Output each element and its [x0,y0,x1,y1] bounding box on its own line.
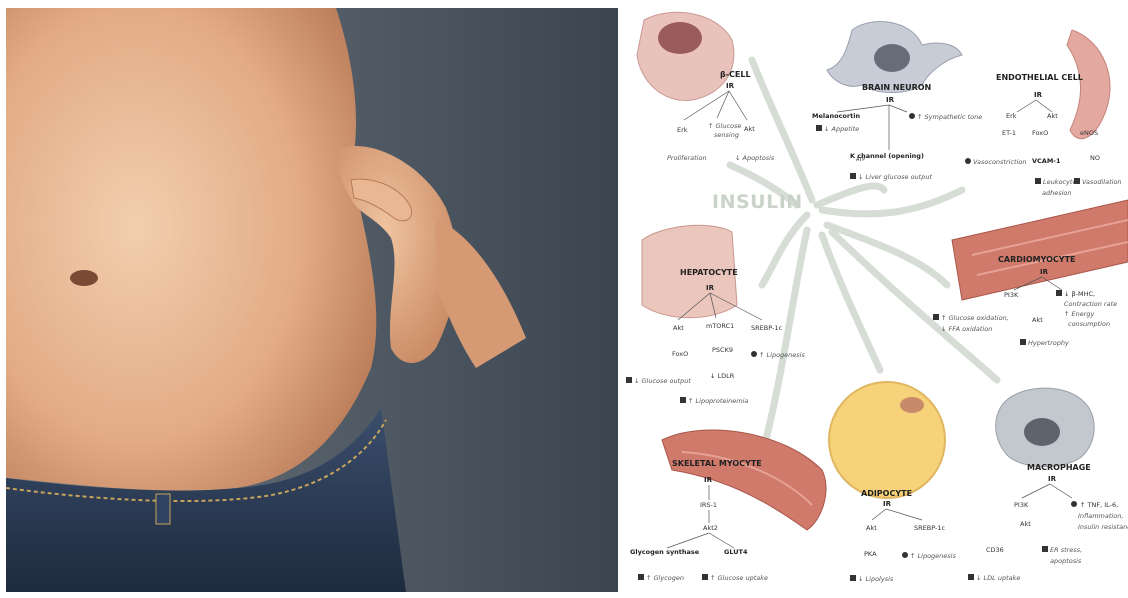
beta-cell-glucose-sensing: ↑ Glucose [708,122,741,130]
cardiomyocyte-contraction: Contraction rate [1064,300,1117,308]
hepatocyte-pcsk: PSCK9 [712,346,733,354]
beta-cell-ir: IR [726,82,735,90]
adipocyte-panel: ADIPOCYTE IR Akt SREBP-1c PKA ↑ Lipogene… [829,382,956,583]
adipocyte-lipogenesis: ↑ Lipogenesis [910,552,956,560]
skeletal-glut4: GLUT4 [724,548,748,556]
hepatocyte-akt: Akt [673,324,684,332]
macrophage-tnf-3: Insulin resistance [1078,523,1128,531]
endothelial-title: ENDOTHELIAL CELL [996,73,1083,82]
endothelial-leukocyte: Leukocyte [1043,178,1076,186]
endothelial-vasodilation: Vasodilation [1082,178,1122,186]
insulin-label: INSULIN [712,191,803,213]
brain-neuron-melanocortin: Melanocortin [812,112,860,120]
neuron-nucleus [874,44,910,72]
skeletal-title: SKELETAL MYOCYTE [672,459,762,468]
hepatocyte-glucose-output: ↓ Glucose output [634,377,691,385]
brain-neuron-sympathetic: ↑ Sympathetic tone [917,113,982,121]
skeletal-ir: IR [704,476,713,484]
beta-cell-apoptosis: ↓ Apoptosis [735,154,775,162]
hepatocyte-lipogenesis: ↑ Lipogenesis [759,351,805,359]
endothelial-vcam: VCAM-1 [1032,157,1061,165]
beta-cell-proliferation: Proliferation [667,154,707,162]
macrophage-cd36: CD36 [986,546,1004,554]
hepatocyte-mtorc: mTORC1 [706,322,734,330]
endothelial-shape [1067,30,1110,139]
adipocyte-ir: IR [883,500,892,508]
hepatocyte-ldlr: ↓ LDLR [710,372,735,380]
adipocyte-title: ADIPOCYTE [861,489,912,498]
macrophage-ldl: ↓ LDL uptake [976,574,1020,582]
endothelial-enos: eNOS [1080,129,1098,137]
brain-neuron-appetite: ↓ Appetite [824,125,859,133]
macrophage-tnf: ↑ TNF, IL-6, [1080,501,1118,509]
endothelial-no: NO [1090,154,1100,162]
beta-cell-akt: Akt [744,125,755,133]
cardiomyocyte-title: CARDIOMYOCYTE [998,255,1076,264]
beta-cell-nucleus [658,22,702,54]
cardiomyocyte-energy: ↑ Energy [1064,310,1095,318]
brain-neuron-title: BRAIN NEURON [862,83,931,92]
cardiomyocyte-energy-2: consumption [1068,320,1110,328]
skeletal-panel: SKELETAL MYOCYTE IR IRS-1 Akt2 Glycogen … [630,430,826,582]
endothelial-panel: ENDOTHELIAL CELL IR Erk Akt ET-1 FoxO eN… [965,30,1122,197]
skeletal-glycogen-synthase: Glycogen synthase [630,548,700,556]
navel [70,270,98,286]
cardiomyocyte-pi3k: PI3K [1004,291,1019,299]
macrophage-pi3k: PI3K [1014,501,1029,509]
hepatocyte-srebp: SREBP-1c [751,324,782,332]
beta-cell-glucose-sensing-2: sensing [714,131,739,139]
endothelial-foxo: FoxO [1032,129,1048,137]
hepatocyte-lipoproteinemia: ↑ Lipoproteinemia [688,397,748,405]
adipocyte-srebp: SREBP-1c [914,524,945,532]
adipocyte-akt: Akt [866,524,877,532]
adipocyte-shape [829,382,945,498]
belly-photo [6,8,618,592]
beta-cell-title: β-CELL [720,70,751,79]
brain-neuron-liver-output: ↓ Liver glucose output [858,173,932,181]
macrophage-panel: MACROPHAGE IR PI3K ↑ TNF, IL-6, Inflamma… [968,388,1128,582]
hepatocyte-foxo: FoxO [672,350,688,358]
skeletal-shape [662,430,826,530]
macrophage-er: ER stress, [1050,546,1082,554]
brain-neuron-ir: IR [886,96,895,104]
cardiomyocyte-shape [952,200,1128,300]
torso [6,8,376,491]
skeletal-glucose-uptake: ↑ Glucose uptake [710,574,768,582]
skeletal-glycogen: ↑ Glycogen [646,574,684,582]
skeletal-irs: IRS-1 [700,501,717,509]
cardiomyocyte-glucose-ox: ↑ Glucose oxidation, [941,314,1009,322]
belt-loop [156,494,170,524]
endothelial-erk: Erk [1006,112,1017,120]
skeletal-akt2: Akt2 [703,524,718,532]
cardiomyocyte-akt: Akt [1032,316,1043,324]
hepatocyte-ir: IR [706,284,715,292]
endothelial-vasoconstriction: Vasoconstriction [973,158,1027,166]
macrophage-title: MACROPHAGE [1027,463,1091,472]
endothelial-ir: IR [1034,91,1043,99]
cardiomyocyte-ffa-ox: ↓ FFA oxidation [941,325,992,333]
endothelial-et1: ET-1 [1002,129,1016,137]
macrophage-ir: IR [1048,475,1057,483]
brain-neuron-katp-sub: ATP [856,157,865,163]
cardiomyocyte-hypertrophy: Hypertrophy [1028,339,1069,347]
beta-cell-erk: Erk [677,126,688,134]
cardiomyocyte-ir: IR [1040,268,1049,276]
macrophage-akt: Akt [1020,520,1031,528]
cardiomyocyte-panel: CARDIOMYOCYTE IR PI3K ↓ β-MHC, Contracti… [933,200,1128,347]
insulin-pathways-diagram: INSULIN β-CELL IR Erk Proliferation ↑ Gl… [622,0,1128,598]
endothelial-leukocyte-2: adhesion [1042,189,1072,197]
macrophage-tnf-2: Inflammation, [1078,512,1123,520]
hepatocyte-title: HEPATOCYTE [680,268,738,277]
cardiomyocyte-mhc: ↓ β-MHC, [1064,290,1095,298]
adipocyte-lipolysis: ↓ Lipolysis [858,575,894,583]
beta-cell-panel: β-CELL IR Erk Proliferation ↑ Glucose se… [637,12,775,162]
endothelial-akt: Akt [1047,112,1058,120]
adipocyte-pka: PKA [864,550,877,558]
macrophage-er-2: apoptosis [1050,557,1082,565]
brain-neuron-panel: BRAIN NEURON IR Melanocortin ↓ Appetite … [812,22,982,181]
